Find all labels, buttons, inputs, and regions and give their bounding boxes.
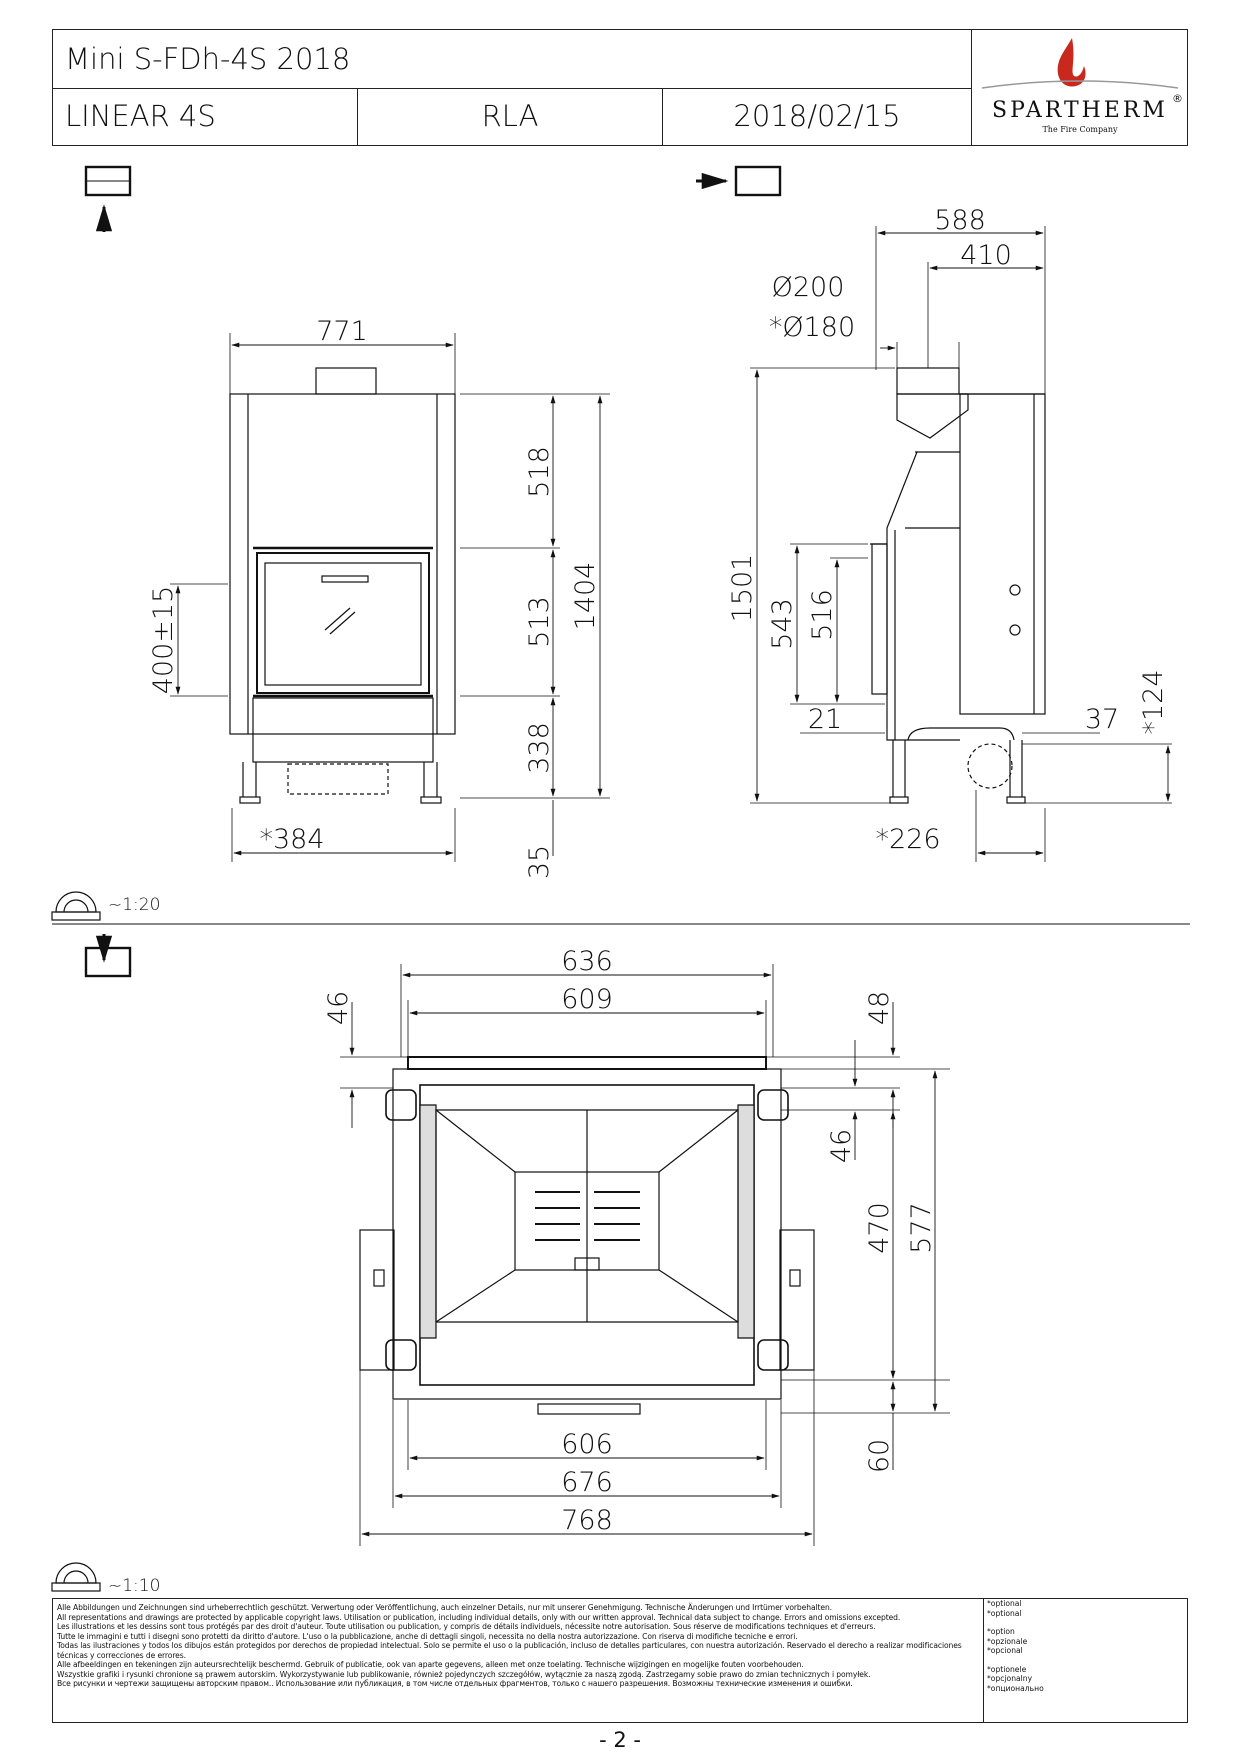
legal-line-de: Alle Abbildungen und Zeichnungen sind ur… xyxy=(57,1603,832,1612)
scale-icon-top xyxy=(51,891,101,921)
dim-plan-46-inner: 46 xyxy=(826,1129,857,1163)
info-row: LINEAR 4S RLA 2018/02/15 xyxy=(53,88,971,145)
title-row: Mini S-FDh-4S 2018 xyxy=(53,30,971,89)
optional-fr: *option xyxy=(987,1627,1015,1636)
dim-side-1501: 1501 xyxy=(727,554,758,623)
technical-drawing: 771 518 513 1404 338 35 400±15 *384 588 … xyxy=(51,165,1190,1595)
model-name: Mini S-FDh-4S 2018 xyxy=(65,42,351,76)
dim-side-124: *124 xyxy=(1138,669,1169,734)
legal-line-en: All representations and drawings are pro… xyxy=(57,1612,901,1622)
optional-de: *optional xyxy=(987,1599,1022,1608)
legal-line-pl: Wszystkie grafiki i rysunki chronione są… xyxy=(57,1669,871,1679)
dim-plan-470: 470 xyxy=(864,1202,895,1254)
dim-plan-577: 577 xyxy=(906,1202,937,1254)
brand-tagline: The Fire Company xyxy=(1042,125,1118,134)
dim-flue-diameter: Ø200 xyxy=(772,272,845,303)
dim-side-543: 543 xyxy=(767,598,798,650)
dim-side-depth: 588 xyxy=(934,205,986,236)
dim-front-513: 513 xyxy=(524,596,555,648)
scale-icon-bottom xyxy=(51,1562,101,1592)
front-view-icon xyxy=(84,165,132,232)
dim-front-width: 771 xyxy=(316,316,368,347)
plan-section xyxy=(340,964,950,1546)
dim-front-35: 35 xyxy=(524,845,555,879)
optional-pl: *opcjonalny xyxy=(987,1674,1033,1683)
dim-side-37: 37 xyxy=(1085,704,1119,735)
optional-ru: *опционально xyxy=(987,1683,1044,1693)
legal-line-it: Tutte le immagini e tutti i disegni sono… xyxy=(57,1631,798,1641)
dim-plan-636: 636 xyxy=(561,946,613,977)
reg-mark: ® xyxy=(1172,92,1183,105)
legal-notice: Alle Abbildungen und Zeichnungen sind ur… xyxy=(52,1598,1188,1723)
dim-front-1404: 1404 xyxy=(570,562,601,631)
optional-it: *opzionale xyxy=(987,1636,1028,1646)
date-cell: 2018/02/15 xyxy=(733,99,901,133)
scale-label-bottom: ~1:10 xyxy=(108,1576,160,1595)
optional-nl: *optionele xyxy=(987,1664,1027,1674)
legal-line-es: Todas las ilustraciones y todos los dibu… xyxy=(57,1641,962,1660)
dim-plan-676: 676 xyxy=(561,1467,613,1498)
dim-plan-609: 609 xyxy=(561,984,613,1015)
dim-plan-46-left: 46 xyxy=(323,991,354,1025)
dim-flue-diameter-opt: *Ø180 xyxy=(769,312,855,343)
plan-view-icon xyxy=(84,934,132,978)
dim-plan-768: 768 xyxy=(561,1505,613,1536)
dim-plan-606: 606 xyxy=(561,1429,613,1460)
legal-line-fr: Les illustrations et les dessins sont to… xyxy=(57,1622,876,1631)
legal-line-nl: Alle afbeeldingen en tekeningen zijn aut… xyxy=(57,1660,804,1669)
page-number: - 2 - xyxy=(599,1728,641,1752)
brand-name: SPARTHERM xyxy=(992,98,1168,123)
front-elevation xyxy=(170,333,610,862)
series-cell: LINEAR 4S xyxy=(53,88,358,145)
variant-cell: RLA xyxy=(358,88,663,145)
dim-leg-span: *384 xyxy=(259,824,324,855)
optional-legend: *optional *optional *option *opzionale *… xyxy=(983,1599,1188,1722)
side-elevation xyxy=(750,226,1172,862)
dim-front-338: 338 xyxy=(524,722,555,774)
dim-side-226: *226 xyxy=(875,824,940,855)
optional-es: *opcional xyxy=(987,1646,1023,1655)
dim-flue-offset: 410 xyxy=(960,240,1012,271)
side-view-icon xyxy=(696,165,782,197)
scale-label-top: ~1:20 xyxy=(108,895,160,915)
dim-side-516: 516 xyxy=(807,589,838,641)
dim-front-518: 518 xyxy=(524,446,555,498)
legal-text: Alle Abbildungen und Zeichnungen sind ur… xyxy=(57,1603,977,1689)
optional-en: *optional xyxy=(987,1608,1022,1618)
brand-logo: SPARTHERM ® The Fire Company xyxy=(971,30,1188,145)
flame-icon xyxy=(981,38,1179,89)
dim-side-21: 21 xyxy=(808,704,842,735)
dim-plan-60: 60 xyxy=(864,1439,895,1473)
legal-line-ru: Все рисунки и чертежи защищены авторским… xyxy=(57,1679,853,1688)
title-block: Mini S-FDh-4S 2018 LINEAR 4S RLA 2018/02… xyxy=(52,29,1188,146)
dim-plan-48: 48 xyxy=(864,991,895,1025)
dim-door-offset: 400±15 xyxy=(148,586,179,695)
